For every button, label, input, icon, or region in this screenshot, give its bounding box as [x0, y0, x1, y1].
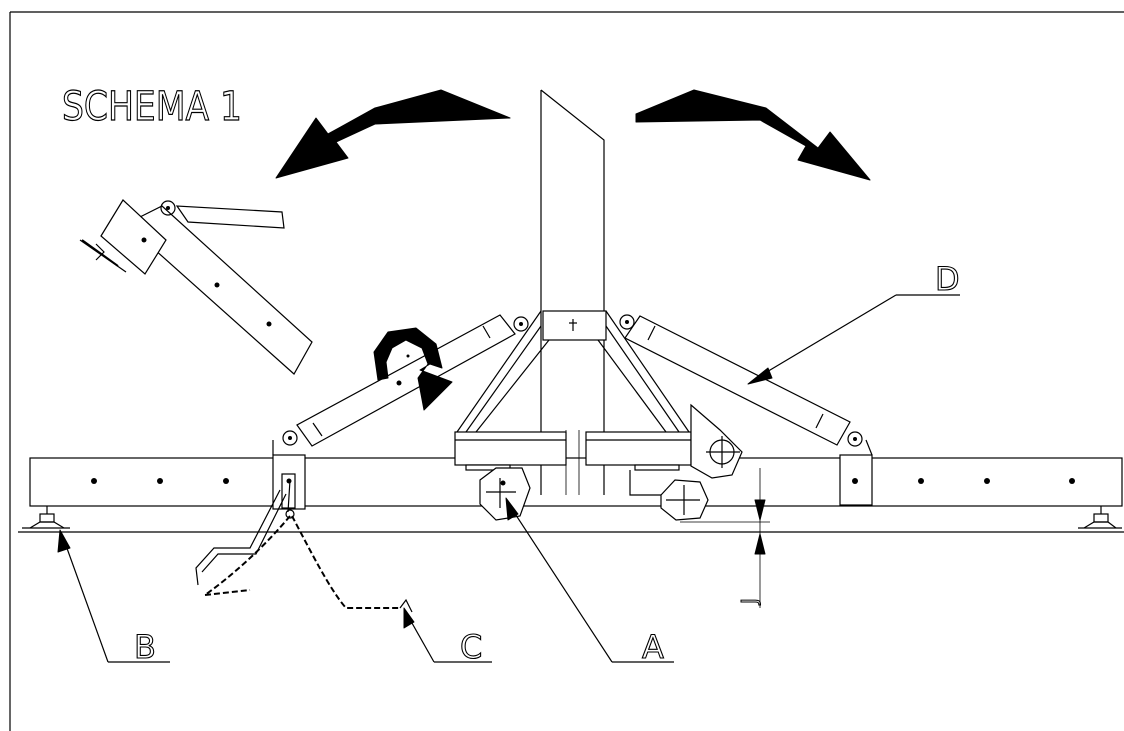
right-foot: [1078, 506, 1122, 529]
base-bracket: [454, 431, 692, 471]
label-b: B: [134, 628, 156, 666]
label-j: J: [737, 598, 761, 606]
right-wheel-plate: [629, 470, 709, 521]
rotate-left-arrow: [275, 89, 511, 179]
twist-arrow: [373, 327, 453, 411]
trapezoid-frame: [456, 310, 690, 433]
side-plate: [690, 403, 743, 479]
right-sleeve: [839, 454, 873, 506]
diagram-title: SCHEMA 1: [62, 84, 242, 130]
left-wheel-plate: [479, 467, 531, 521]
label-c: C: [460, 628, 482, 666]
leader-b: [57, 529, 170, 663]
leader-a: [505, 497, 674, 663]
dimension-j: [680, 468, 770, 608]
label-d: D: [935, 260, 960, 298]
rotate-right-arrow: [635, 89, 871, 181]
main-beam: [29, 457, 1123, 507]
top-hub: [542, 310, 607, 341]
leader-d: [747, 294, 960, 385]
detached-arm: [79, 199, 313, 375]
right-strut: [619, 314, 873, 456]
left-foot: [22, 506, 70, 529]
leader-c: [403, 607, 492, 663]
label-a: A: [642, 628, 664, 666]
chain: [195, 479, 413, 613]
twist-center-dot: [406, 354, 410, 358]
frame-border: [9, 11, 1124, 731]
